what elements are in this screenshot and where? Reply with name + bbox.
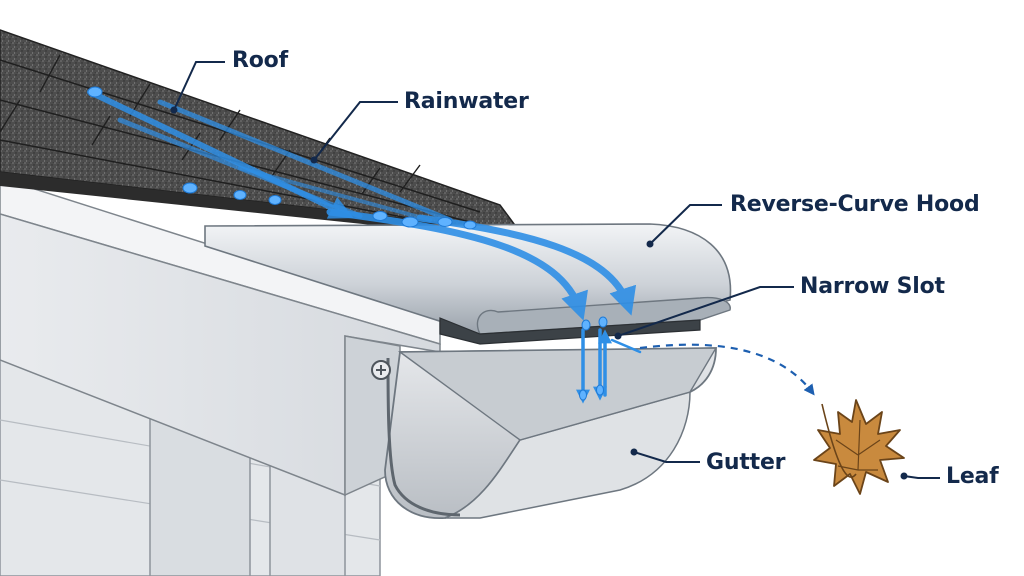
label-reverse-curve-hood: Reverse-Curve Hood <box>730 194 980 216</box>
label-roof: Roof <box>232 50 288 72</box>
label-gutter: Gutter <box>706 452 785 474</box>
label-narrow-slot: Narrow Slot <box>800 276 945 298</box>
gutter-trough <box>372 348 716 518</box>
maple-leaf <box>814 400 904 494</box>
label-rainwater: Rainwater <box>404 91 529 113</box>
label-leaf: Leaf <box>946 466 999 488</box>
